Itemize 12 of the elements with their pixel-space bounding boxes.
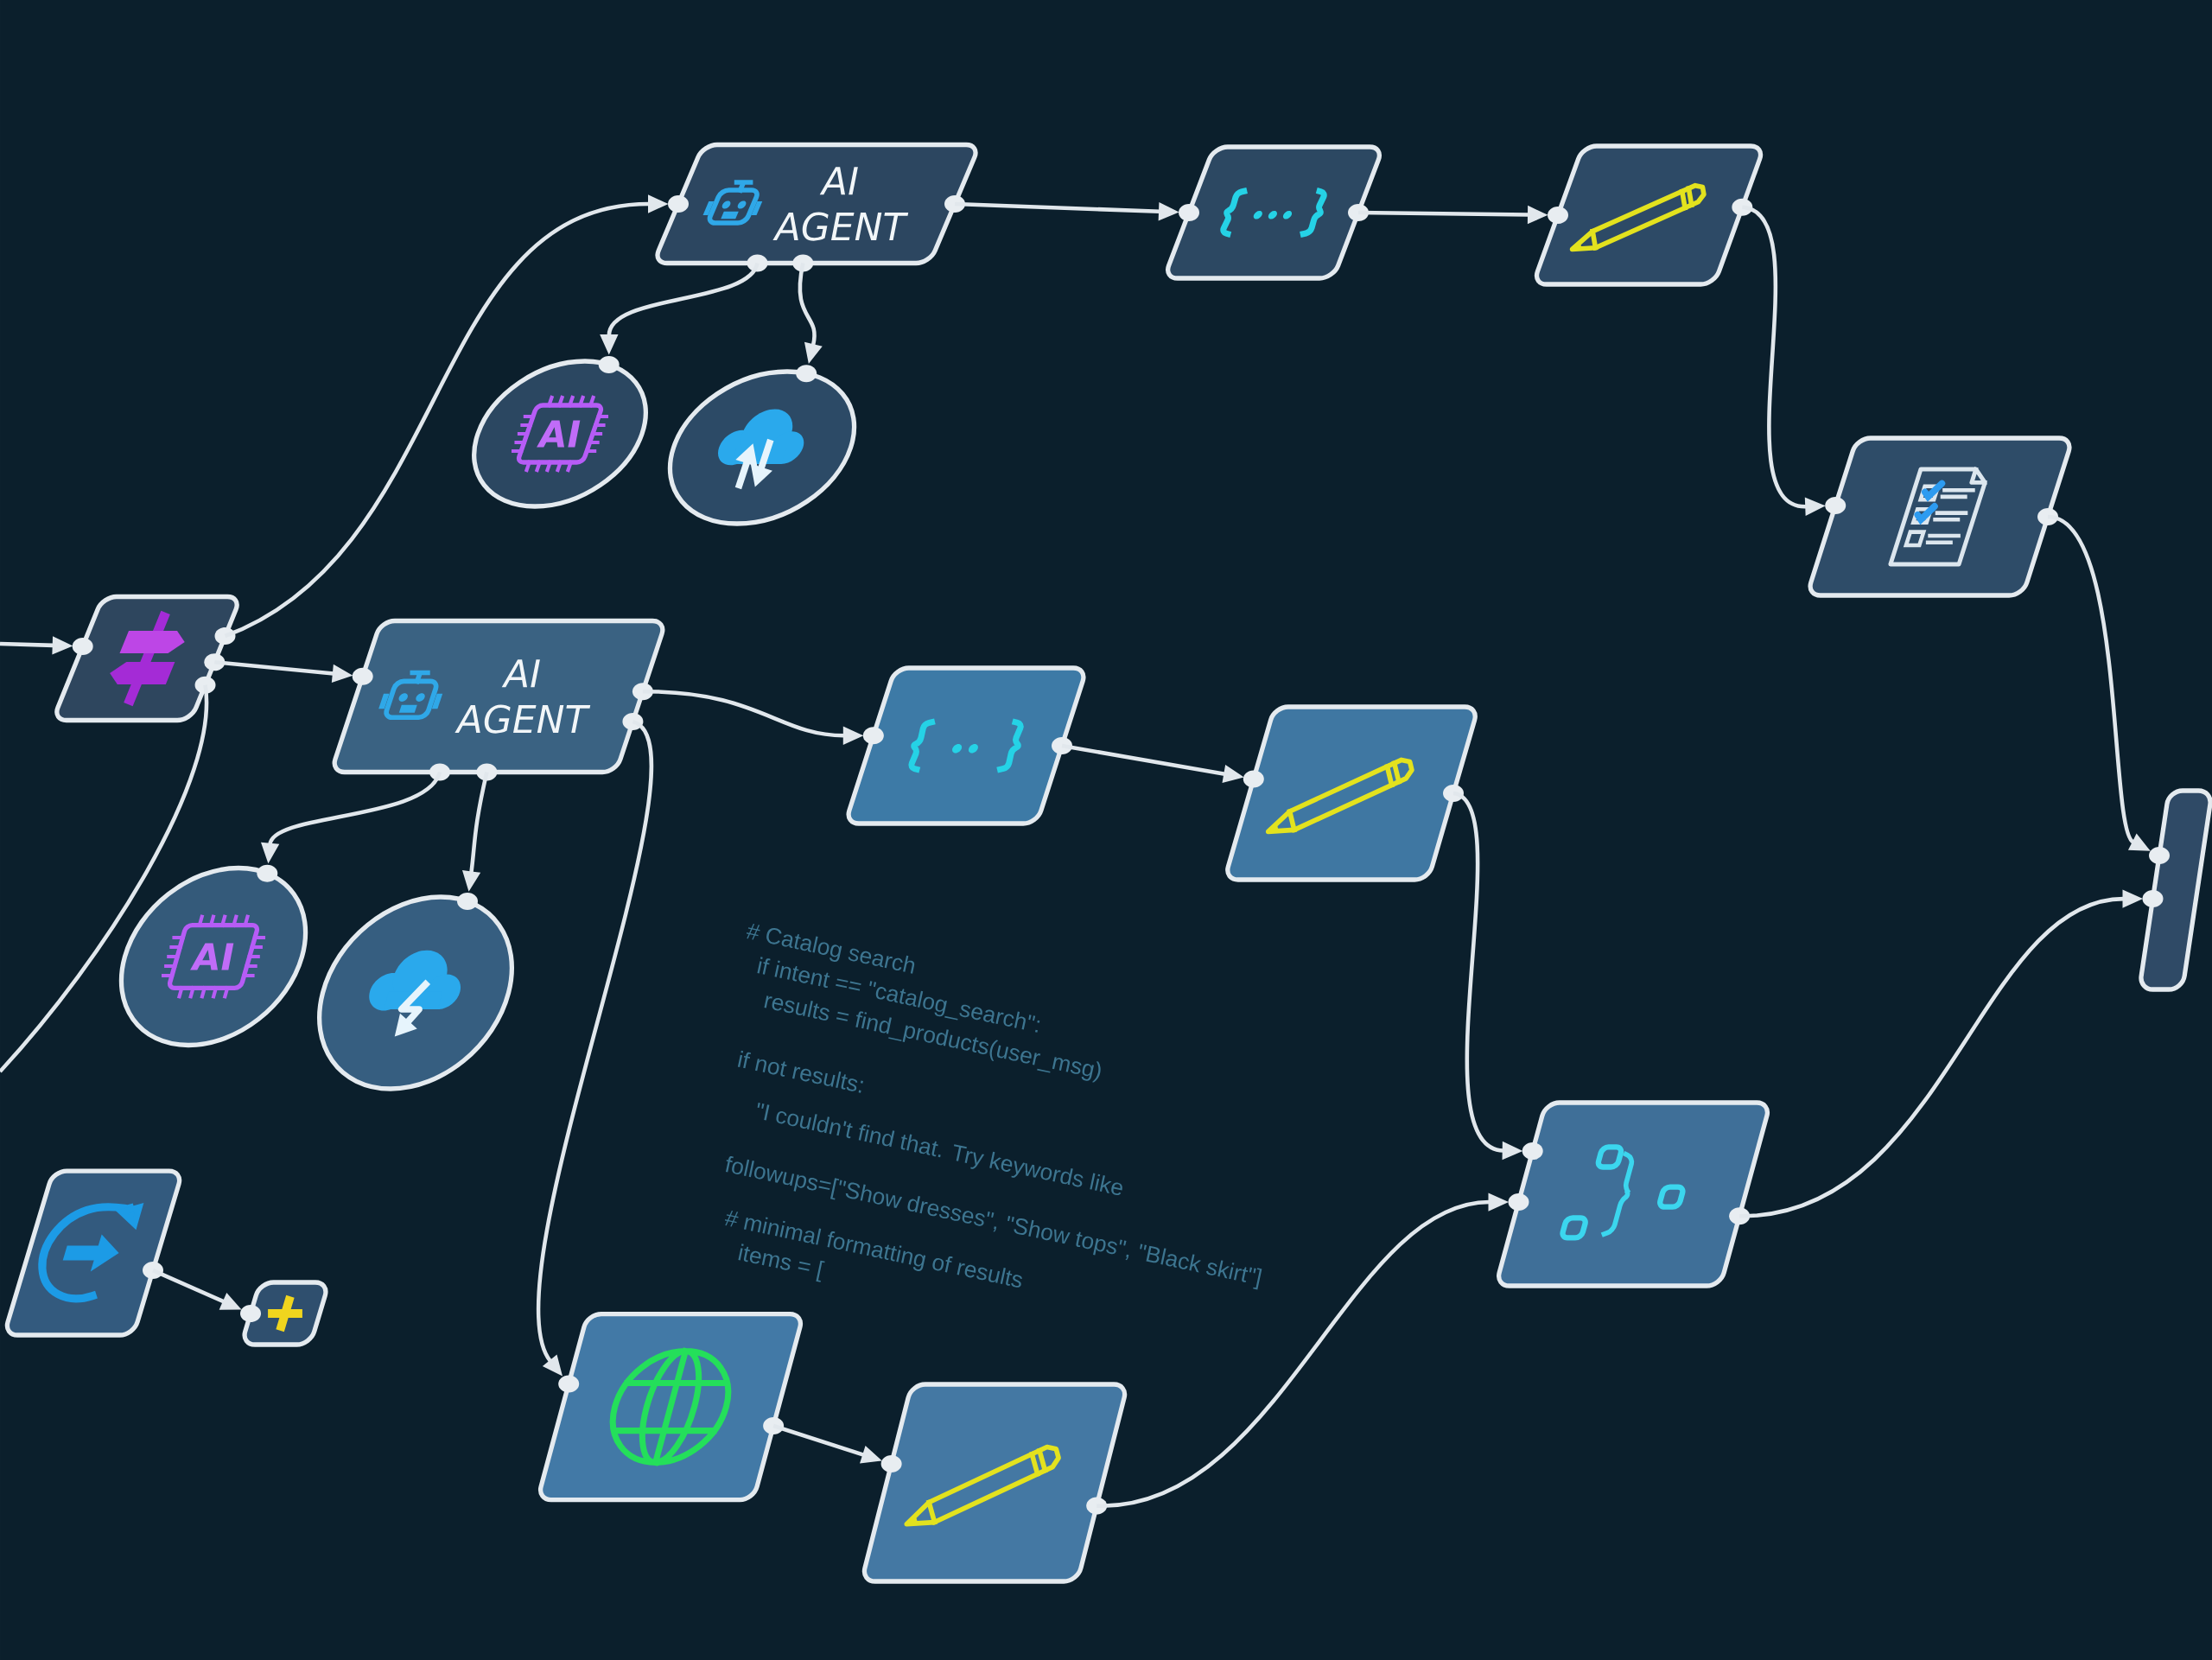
connector-line	[0, 684, 208, 1073]
process-box	[2139, 788, 2212, 992]
process-box	[846, 665, 1086, 826]
process-box	[1808, 436, 2072, 598]
process-box	[1497, 1100, 1770, 1288]
process-box	[537, 1311, 804, 1503]
process-box	[1225, 704, 1478, 882]
process-box	[1166, 144, 1382, 281]
process-box	[861, 1382, 1128, 1584]
process-box	[1534, 143, 1764, 287]
process-box	[4, 1168, 182, 1338]
code-text: items = [	[738, 1243, 825, 1282]
